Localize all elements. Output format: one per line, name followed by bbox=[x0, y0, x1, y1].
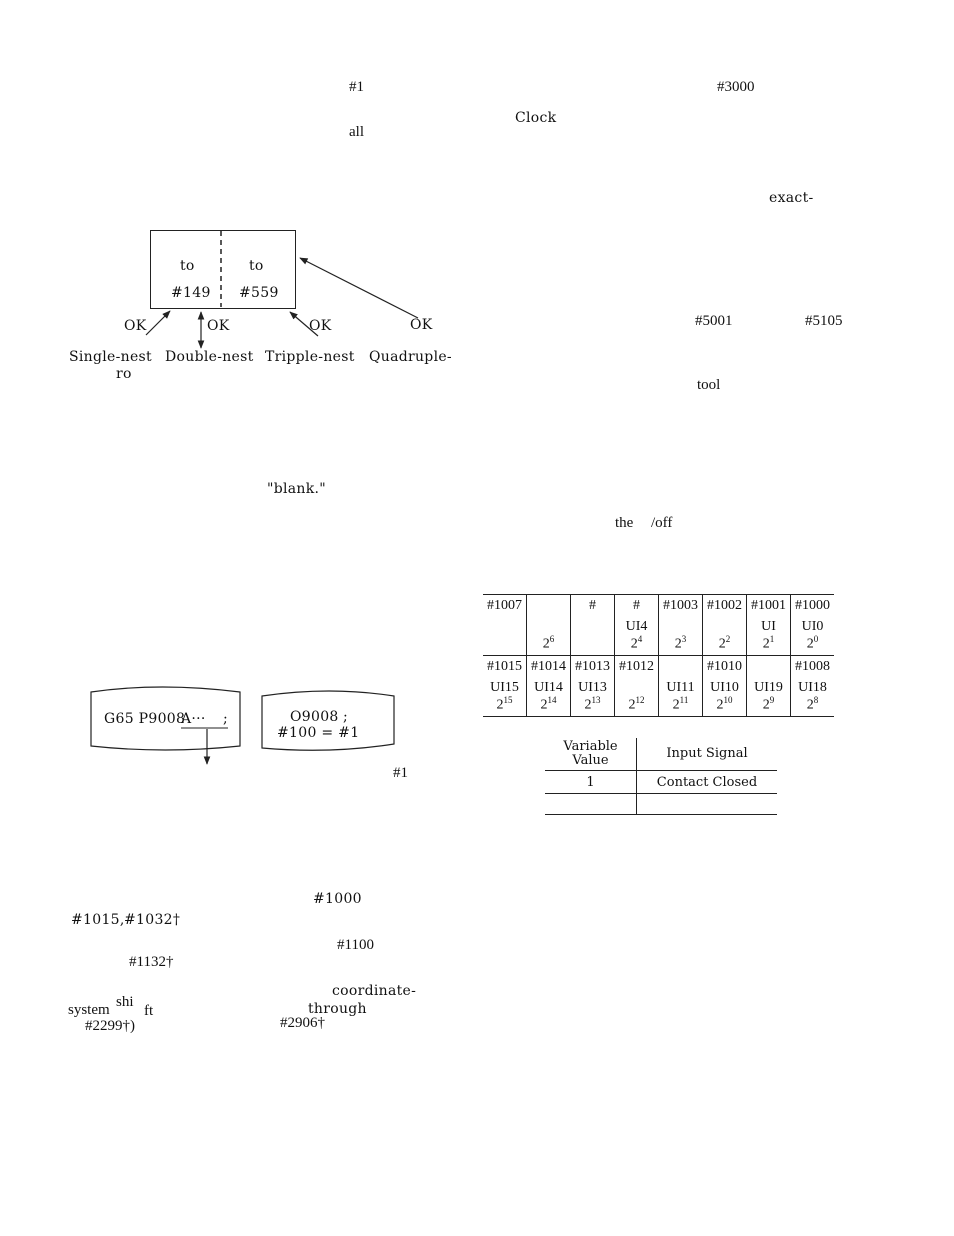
bit-var-cell: #1007 bbox=[483, 594, 527, 617]
macro-call-command: G65 P9008 bbox=[104, 711, 186, 727]
macro-call-semicolon: ; bbox=[223, 711, 229, 727]
bit-var-cell: # bbox=[614, 594, 659, 617]
bit-var-cell: #1014 bbox=[526, 655, 571, 678]
range-to-right: to bbox=[249, 258, 264, 274]
bit-var-cell: #1015 bbox=[483, 655, 527, 678]
text-tool: tool bbox=[697, 377, 721, 393]
program-number: O9008 bbox=[290, 709, 339, 725]
bit-var-cell: #1008 bbox=[790, 655, 834, 678]
variable-1132: #1132† bbox=[129, 954, 174, 970]
signal-cell-empty bbox=[636, 793, 777, 815]
blank-quote: "blank." bbox=[267, 481, 327, 497]
bit-signal-cell: 212 bbox=[614, 678, 659, 717]
bit-var-cell bbox=[746, 655, 791, 678]
bit-var-cell: #1000 bbox=[790, 594, 834, 617]
nest-label-single: Single-nest bbox=[69, 349, 152, 365]
nest-label-quadruple: Quadruple- bbox=[369, 349, 452, 365]
ok-label-single: OK bbox=[124, 318, 147, 334]
text-exact: exact- bbox=[769, 190, 814, 206]
variable-5105: #5105 bbox=[805, 313, 843, 329]
bit-var-cell: # bbox=[570, 594, 615, 617]
variable-1100: #1100 bbox=[337, 937, 374, 953]
argument-variable-ref: #1 bbox=[393, 765, 408, 781]
variable-3000: #3000 bbox=[717, 79, 755, 95]
text-ft: ft bbox=[144, 1003, 154, 1019]
bit-var-cell bbox=[658, 655, 703, 678]
range-end-right: #559 bbox=[239, 285, 279, 301]
program-semicolon: ; bbox=[343, 709, 349, 725]
text-through: through bbox=[308, 1001, 367, 1017]
text-clock: Clock bbox=[515, 110, 557, 126]
value-cell: 1 bbox=[545, 770, 637, 794]
bit-var-cell: #1002 bbox=[702, 594, 747, 617]
variable-2906: #2906† bbox=[280, 1015, 325, 1031]
bit-signal-cell: 22 bbox=[702, 617, 747, 656]
range-to-left: to bbox=[180, 258, 195, 274]
variable-ref: #1 bbox=[349, 79, 364, 95]
header-input-signal: Input Signal bbox=[666, 746, 748, 762]
bit-var-cell bbox=[526, 594, 571, 617]
signal-cell: Contact Closed bbox=[636, 770, 777, 794]
local-variable-box bbox=[150, 230, 296, 309]
bit-var-cell: #1010 bbox=[702, 655, 747, 678]
variable-2299: #2299†) bbox=[85, 1018, 135, 1034]
text-coordinate: coordinate- bbox=[332, 983, 417, 999]
text-shi: shi bbox=[116, 994, 134, 1010]
bit-signal-cell: 23 bbox=[658, 617, 703, 656]
text-fragment: all bbox=[349, 124, 364, 140]
variable-1032: #1032† bbox=[124, 912, 181, 928]
bit-signal-cell: 26 bbox=[526, 617, 571, 656]
range-end-left: #149 bbox=[171, 285, 211, 301]
nest-label-double: Double-nest bbox=[165, 349, 254, 365]
ok-label-quadruple: OK bbox=[410, 317, 433, 333]
bit-var-cell: #1013 bbox=[570, 655, 615, 678]
ok-label-triple: OK bbox=[309, 318, 332, 334]
nest-label-triple: Tripple-nest bbox=[265, 349, 355, 365]
variable-1015: #1015, bbox=[71, 912, 125, 928]
macro-call-argument: A··· bbox=[181, 711, 206, 727]
input-signal-bit-table: #1007 # # #1003 #1002 #1001 #1000 26 UI4… bbox=[483, 594, 834, 717]
variable-1000: #1000 bbox=[313, 891, 362, 907]
assignment-statement: #100 = #1 bbox=[277, 725, 360, 741]
value-cell-empty bbox=[545, 793, 637, 815]
text-the: the bbox=[615, 515, 634, 531]
bit-signal-cell bbox=[570, 617, 615, 656]
text-off: /off bbox=[651, 515, 673, 531]
text-system: system bbox=[68, 1002, 110, 1018]
ok-label-double: OK bbox=[207, 318, 230, 334]
bit-signal-cell bbox=[483, 617, 527, 656]
bit-var-cell: #1012 bbox=[614, 655, 659, 678]
nest-label-fragment: ro bbox=[116, 366, 132, 382]
variable-5001: #5001 bbox=[695, 313, 733, 329]
bit-var-cell: #1003 bbox=[658, 594, 703, 617]
bit-var-cell: #1001 bbox=[746, 594, 791, 617]
